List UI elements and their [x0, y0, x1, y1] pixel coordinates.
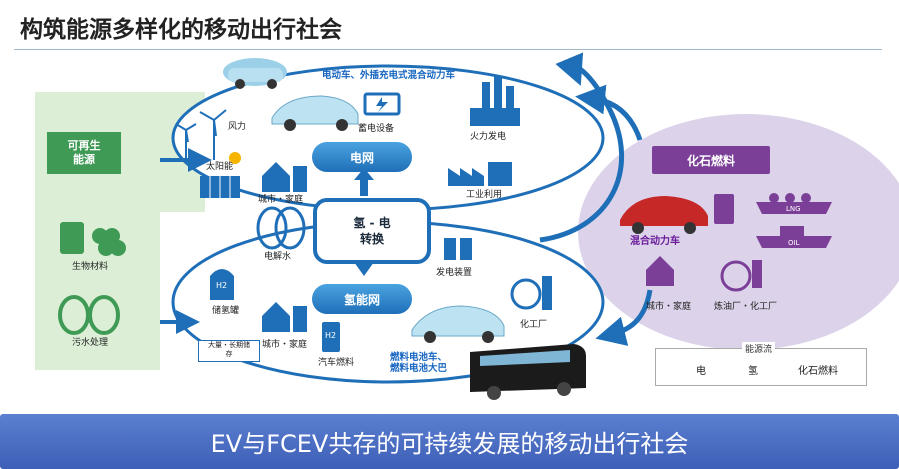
hydrogen-network-box: 氢能网 [312, 284, 412, 314]
h2-electricity-conversion-box: 氢 - 电 转换 [313, 198, 431, 264]
ev-phev-label: 电动车、外插充电式混合动力车 [322, 70, 456, 81]
chemical-plant-icon [510, 276, 552, 310]
renewable-energy-box: 可再生 能源 [47, 132, 121, 174]
hydrogen-tank-icon [210, 269, 234, 300]
battery-icon [363, 92, 401, 116]
city-home-bottom-label: 城市・家庭 [262, 340, 308, 350]
h2-badge-tank: H2 [216, 281, 228, 290]
legend-hydrogen: 氢 [748, 366, 758, 377]
h2-badge-pump: H2 [325, 331, 337, 340]
gas-pump-icon [714, 194, 734, 224]
fossil-up-arrow [575, 84, 643, 141]
house-top-icon [262, 162, 307, 192]
bottom-banner: EV与FCEV共存的可持续发展的移动出行社会 [0, 414, 899, 469]
city-home-right-label: 城市・家庭 [646, 302, 692, 312]
thermal-power-label: 火力发电 [470, 132, 507, 142]
fuel-pump-icon [322, 322, 340, 352]
solar-label: 太阳能 [206, 162, 234, 172]
legend-title: 能源流 [742, 342, 776, 355]
title-divider [14, 49, 882, 50]
thermal-plant-icon [470, 76, 520, 126]
power-generation-label: 发电装置 [436, 268, 473, 278]
oil-label: OIL [788, 239, 800, 247]
sewage-label: 污水处理 [72, 338, 109, 348]
lng-tanker-icon [756, 193, 832, 214]
storage-note: 大量・长期储 存 [198, 340, 260, 362]
refinery-label: 炼油厂・化工厂 [714, 302, 778, 312]
chemical-plant-label: 化工厂 [520, 320, 548, 330]
vehicle-fuel-label: 汽车燃料 [318, 358, 355, 368]
industrial-use-label: 工业利用 [466, 190, 503, 200]
lng-label: LNG [786, 205, 801, 213]
fuel-cell-bus-icon [470, 344, 586, 400]
house-fossil-icon [646, 256, 674, 286]
electric-grid-box: 电网 [312, 142, 412, 172]
hydrogen-tank-label: 储氢罐 [212, 306, 240, 316]
legend: 能源流 电 氢 化石燃料 [655, 342, 867, 386]
fcev-car-icon [411, 305, 505, 343]
ev-car-small-icon [223, 58, 287, 89]
fossil-down-arrow [595, 289, 653, 346]
legend-fossil: 化石燃料 [798, 366, 838, 377]
fcv-bus-label: 燃料电池车、 燃料电池大巴 [390, 352, 448, 374]
factory-icon [448, 162, 512, 186]
legend-electricity: 电 [696, 366, 706, 377]
biomass-icon [60, 222, 126, 256]
house-bottom-icon [262, 302, 307, 332]
hybrid-label: 混合动力车 [630, 236, 680, 247]
hybrid-car-icon [620, 196, 708, 234]
storage-equipment-label: 蓄电设备 [358, 124, 395, 134]
wind-turbine-icon [175, 109, 227, 160]
phev-car-icon [271, 95, 359, 131]
up-arrow [354, 168, 374, 196]
biomass-label: 生物材料 [72, 262, 109, 272]
city-home-top-label: 城市・家庭 [258, 195, 304, 205]
electrolysis-label: 电解水 [264, 252, 292, 262]
page-title: 构筑能源多样化的移动出行社会 [20, 17, 342, 43]
oil-tanker-icon [756, 226, 832, 248]
sewage-treatment-icon [58, 295, 120, 335]
wind-label: 风力 [228, 122, 247, 132]
solar-panel-icon [200, 152, 241, 198]
fossil-fuel-box: 化石燃料 [652, 146, 770, 174]
electrolysis-icon [256, 206, 306, 250]
refinery-icon [720, 260, 762, 292]
power-generation-icon [444, 238, 472, 260]
outer-loop-arrow [539, 52, 625, 243]
